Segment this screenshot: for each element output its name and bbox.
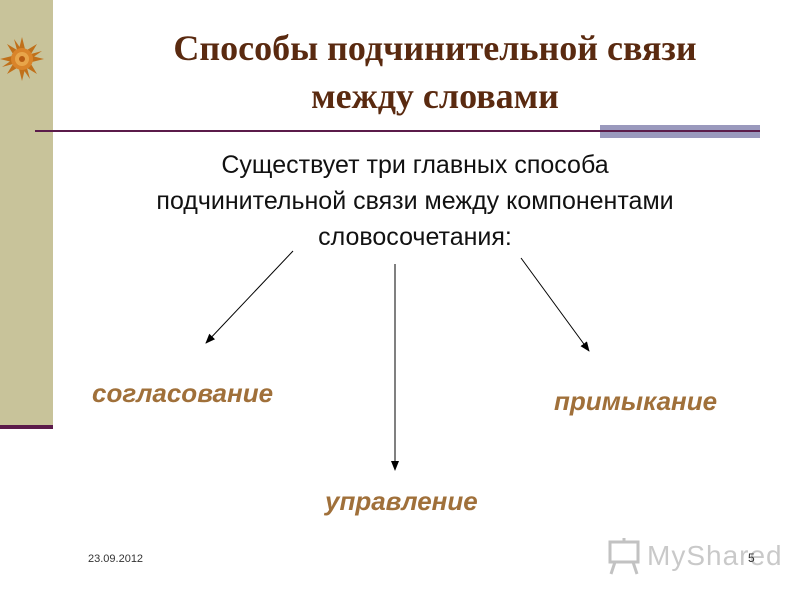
presentation-board-icon — [608, 538, 640, 575]
arrow-to-adjoining — [520, 257, 590, 352]
intro-text: Существует три главных способа подчините… — [80, 147, 750, 255]
term-adjoining: примыкание — [554, 386, 718, 416]
watermark-text: MyShared — [647, 540, 783, 571]
intro-line-1: Существует три главных способа — [221, 151, 609, 179]
slide-title: Способы подчинительной связи между слова… — [70, 24, 800, 120]
slide-date: 23.09.2012 — [88, 553, 144, 565]
slide-number: 5 — [748, 551, 755, 565]
title-divider — [35, 130, 760, 132]
title-line-2: между словами — [311, 76, 559, 116]
arrow-to-agreement — [205, 250, 294, 344]
title-accent-bar — [600, 125, 760, 138]
left-bar-underline — [0, 425, 53, 429]
watermark: MyShared — [607, 536, 782, 576]
title-line-1: Способы подчинительной связи — [173, 28, 697, 68]
intro-line-3: словосочетания: — [318, 223, 512, 251]
term-agreement: согласование — [92, 378, 274, 408]
term-government: управление — [325, 486, 478, 516]
intro-line-2: подчинительной связи между компонентами — [156, 187, 674, 215]
sun-logo-icon — [0, 37, 44, 81]
